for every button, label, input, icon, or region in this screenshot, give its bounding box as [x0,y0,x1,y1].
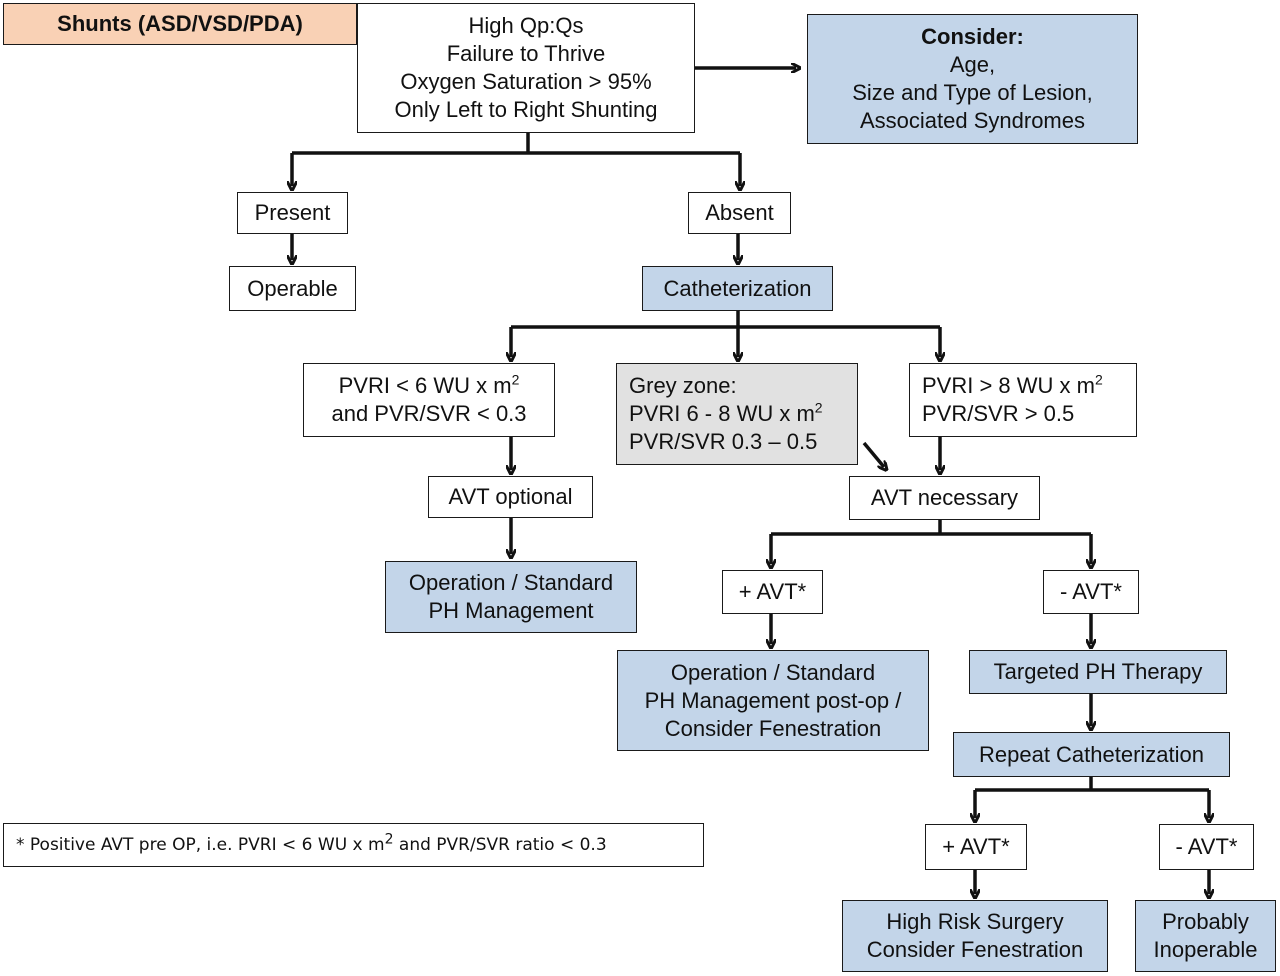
operation-postop-line1: Operation / Standard [670,659,876,685]
operation-standard-box: Operation / Standard PH Management [385,561,637,633]
minus-avt-label-1: - AVT* [1060,579,1122,604]
minus-avt-box-2: - AVT* [1159,824,1254,870]
avt-optional-box: AVT optional [428,476,593,518]
low-pvri-line2: and PVR/SVR < 0.3 [331,401,527,426]
low-pvri-box: PVRI < 6 WU x m2 and PVR/SVR < 0.3 [303,363,555,437]
operation-postop-line3: Consider Fenestration [664,715,882,741]
inoperable-line1: Probably [1162,909,1249,934]
plus-avt-box-1: + AVT* [722,570,823,614]
minus-avt-label-2: - AVT* [1175,834,1238,859]
high-pvri-box: PVRI > 8 WU x m2 PVR/SVR > 0.5 [909,363,1137,437]
repeat-cath-box: Repeat Catheterization [953,732,1230,777]
grey-zone-line2: PVRI 6 - 8 WU x m2 [629,399,823,426]
targeted-therapy-label: Targeted PH Therapy [993,659,1203,684]
title-text: Shunts (ASD/VSD/PDA) [57,11,303,36]
criteria-line: Only Left to Right Shunting [394,97,658,122]
grey-zone-box: Grey zone: PVRI 6 - 8 WU x m2 PVR/SVR 0.… [616,363,858,465]
minus-avt-box-1: - AVT* [1043,570,1139,614]
absent-label: Absent [705,200,774,225]
high-risk-line2: Consider Fenestration [866,937,1084,962]
low-pvri-line1: PVRI < 6 WU x m2 [338,371,520,398]
grey-zone-line3: PVR/SVR 0.3 – 0.5 [629,429,818,454]
high-risk-box: High Risk Surgery Consider Fenestration [842,900,1108,972]
footnote-box: * Positive AVT pre OP, i.e. PVRI < 6 WU … [3,823,704,867]
inoperable-box: Probably Inoperable [1135,900,1276,972]
avt-necessary-label: AVT necessary [870,485,1019,510]
repeat-cath-label: Repeat Catheterization [978,741,1205,767]
consider-line: Size and Type of Lesion, [852,80,1093,105]
consider-heading: Consider: [921,24,1024,49]
operation-postop-line2: PH Management post-op / [644,687,902,713]
grey-zone-line1: Grey zone: [629,373,737,398]
operation-standard-line2: PH Management [428,598,594,623]
operable-label: Operable [247,275,338,301]
criteria-line: Failure to Thrive [446,41,606,66]
avt-optional-label: AVT optional [448,484,573,509]
arrow-grey-to-avt-necessary [862,441,884,467]
catheterization-label: Catheterization [663,275,812,301]
inoperable-line2: Inoperable [1153,937,1258,962]
plus-avt-box-2: + AVT* [925,824,1027,870]
present-box: Present [237,192,348,234]
criteria-box: High Qp:Qs Failure to Thrive Oxygen Satu… [357,3,695,133]
title-box: Shunts (ASD/VSD/PDA) [3,3,357,45]
operable-box: Operable [229,266,356,311]
criteria-line: Oxygen Saturation > 95% [400,69,652,94]
high-pvri-line2: PVR/SVR > 0.5 [922,401,1075,426]
absent-box: Absent [688,192,791,234]
consider-line: Age, [949,52,996,77]
consider-box: Consider: Age, Size and Type of Lesion, … [807,14,1138,144]
high-risk-line1: High Risk Surgery [886,909,1064,934]
criteria-line: High Qp:Qs [468,13,584,38]
operation-postop-box: Operation / Standard PH Management post-… [617,650,929,751]
present-label: Present [254,200,331,225]
avt-necessary-box: AVT necessary [849,476,1040,520]
targeted-therapy-box: Targeted PH Therapy [969,650,1227,694]
plus-avt-label-2: + AVT* [942,834,1010,859]
plus-avt-label-1: + AVT* [738,579,807,604]
footnote-text: * Positive AVT pre OP, i.e. PVRI < 6 WU … [16,831,607,855]
operation-standard-line1: Operation / Standard [408,570,614,595]
high-pvri-line1: PVRI > 8 WU x m2 [922,371,1103,398]
consider-line: Associated Syndromes [860,108,1085,133]
catheterization-box: Catheterization [642,266,833,311]
